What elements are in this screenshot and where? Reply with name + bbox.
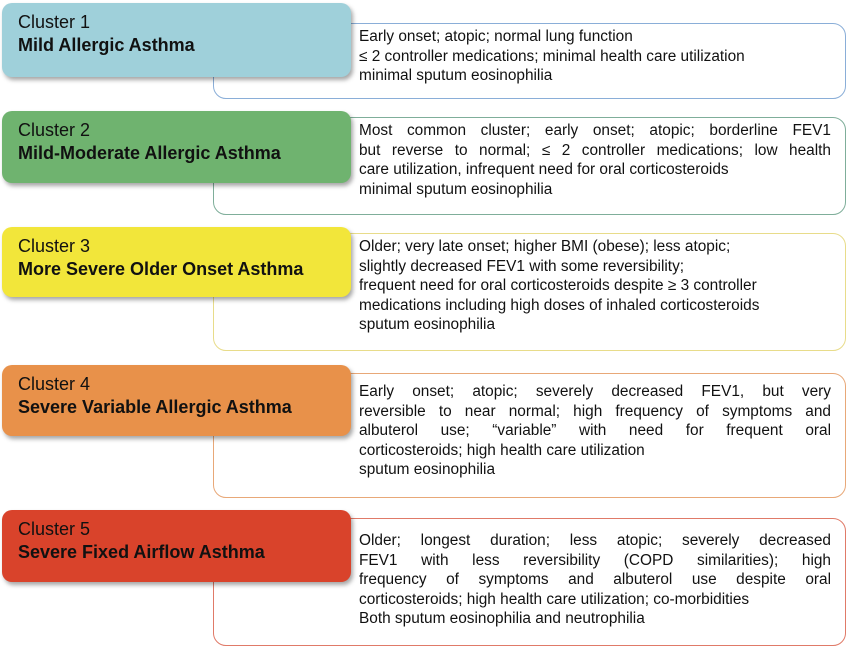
cluster-3-line-3: frequent need for oral corticosteroids d… (359, 277, 757, 294)
cluster-5-line-4: corticosteroids; high health care utiliz… (359, 590, 750, 608)
cluster-4-line-1: Early onset; atopic; severely decreased … (359, 383, 831, 400)
cluster-1-number: Cluster 1 (18, 12, 91, 32)
cluster-3-name: More Severe Older Onset Asthma (18, 259, 304, 279)
cluster-3-number: Cluster 3 (18, 236, 91, 256)
cluster-5-description: Older; longest duration; less atopic; se… (213, 518, 846, 646)
cluster-4-number: Cluster 4 (18, 374, 91, 394)
cluster-4-title-box: Cluster 4 Severe Variable Allergic Asthm… (2, 365, 351, 436)
cluster-1-line-1: Early onset; atopic; normal lung functio… (359, 28, 633, 45)
cluster-5-line-2: FEV1 with less reversibility (COPD simil… (359, 551, 831, 569)
cluster-2-line-2: but reverse to normal; ≤ 2 controller me… (359, 141, 831, 159)
cluster-2-title-box: Cluster 2 Mild-Moderate Allergic Asthma (2, 111, 351, 183)
cluster-3-line-5: sputum eosinophilia (359, 316, 496, 333)
cluster-4-line-4: corticosteroids; high health care utiliz… (359, 441, 645, 459)
cluster-3-title-box: Cluster 3 More Severe Older Onset Asthma (2, 227, 351, 297)
cluster-1-line-3: minimal sputum eosinophilia (359, 67, 553, 84)
cluster-4-description: Early onset; atopic; severely decreased … (213, 373, 846, 498)
cluster-5-number: Cluster 5 (18, 519, 91, 539)
cluster-5-line-3: frequency of symptoms and albuterol use … (359, 571, 831, 588)
cluster-2-number: Cluster 2 (18, 120, 91, 140)
cluster-2-name: Mild-Moderate Allergic Asthma (18, 143, 281, 163)
cluster-4-name: Severe Variable Allergic Asthma (18, 397, 292, 417)
cluster-3-line-4: medications including high doses of inha… (359, 296, 760, 314)
cluster-1-title-box: Cluster 1 Mild Allergic Asthma (2, 3, 351, 77)
cluster-5-name: Severe Fixed Airflow Asthma (18, 542, 265, 562)
cluster-1-line-2: ≤ 2 controller medications; minimal heal… (359, 47, 745, 65)
cluster-2-line-1: Most common cluster; early onset; atopic… (359, 122, 831, 139)
cluster-5-line-5: Both sputum eosinophilia and neutrophili… (359, 610, 645, 627)
cluster-4-line-2: reversible to near normal; high frequenc… (359, 402, 831, 420)
cluster-2-description: Most common cluster; early onset; atopic… (213, 117, 846, 215)
cluster-3-line-2: slightly decreased FEV1 with some revers… (359, 257, 685, 275)
cluster-4-line-5: sputum eosinophilia (359, 461, 496, 478)
cluster-4-line-3: albuterol use; “variable” with need for … (359, 422, 831, 439)
cluster-3-line-1: Older; very late onset; higher BMI (obes… (359, 238, 731, 255)
cluster-5-line-1: Older; longest duration; less atopic; se… (359, 532, 831, 549)
cluster-2-line-4: minimal sputum eosinophilia (359, 180, 553, 198)
cluster-5-title-box: Cluster 5 Severe Fixed Airflow Asthma (2, 510, 351, 582)
cluster-1-name: Mild Allergic Asthma (18, 35, 195, 55)
cluster-2-line-3: care utilization, infrequent need for or… (359, 161, 729, 178)
